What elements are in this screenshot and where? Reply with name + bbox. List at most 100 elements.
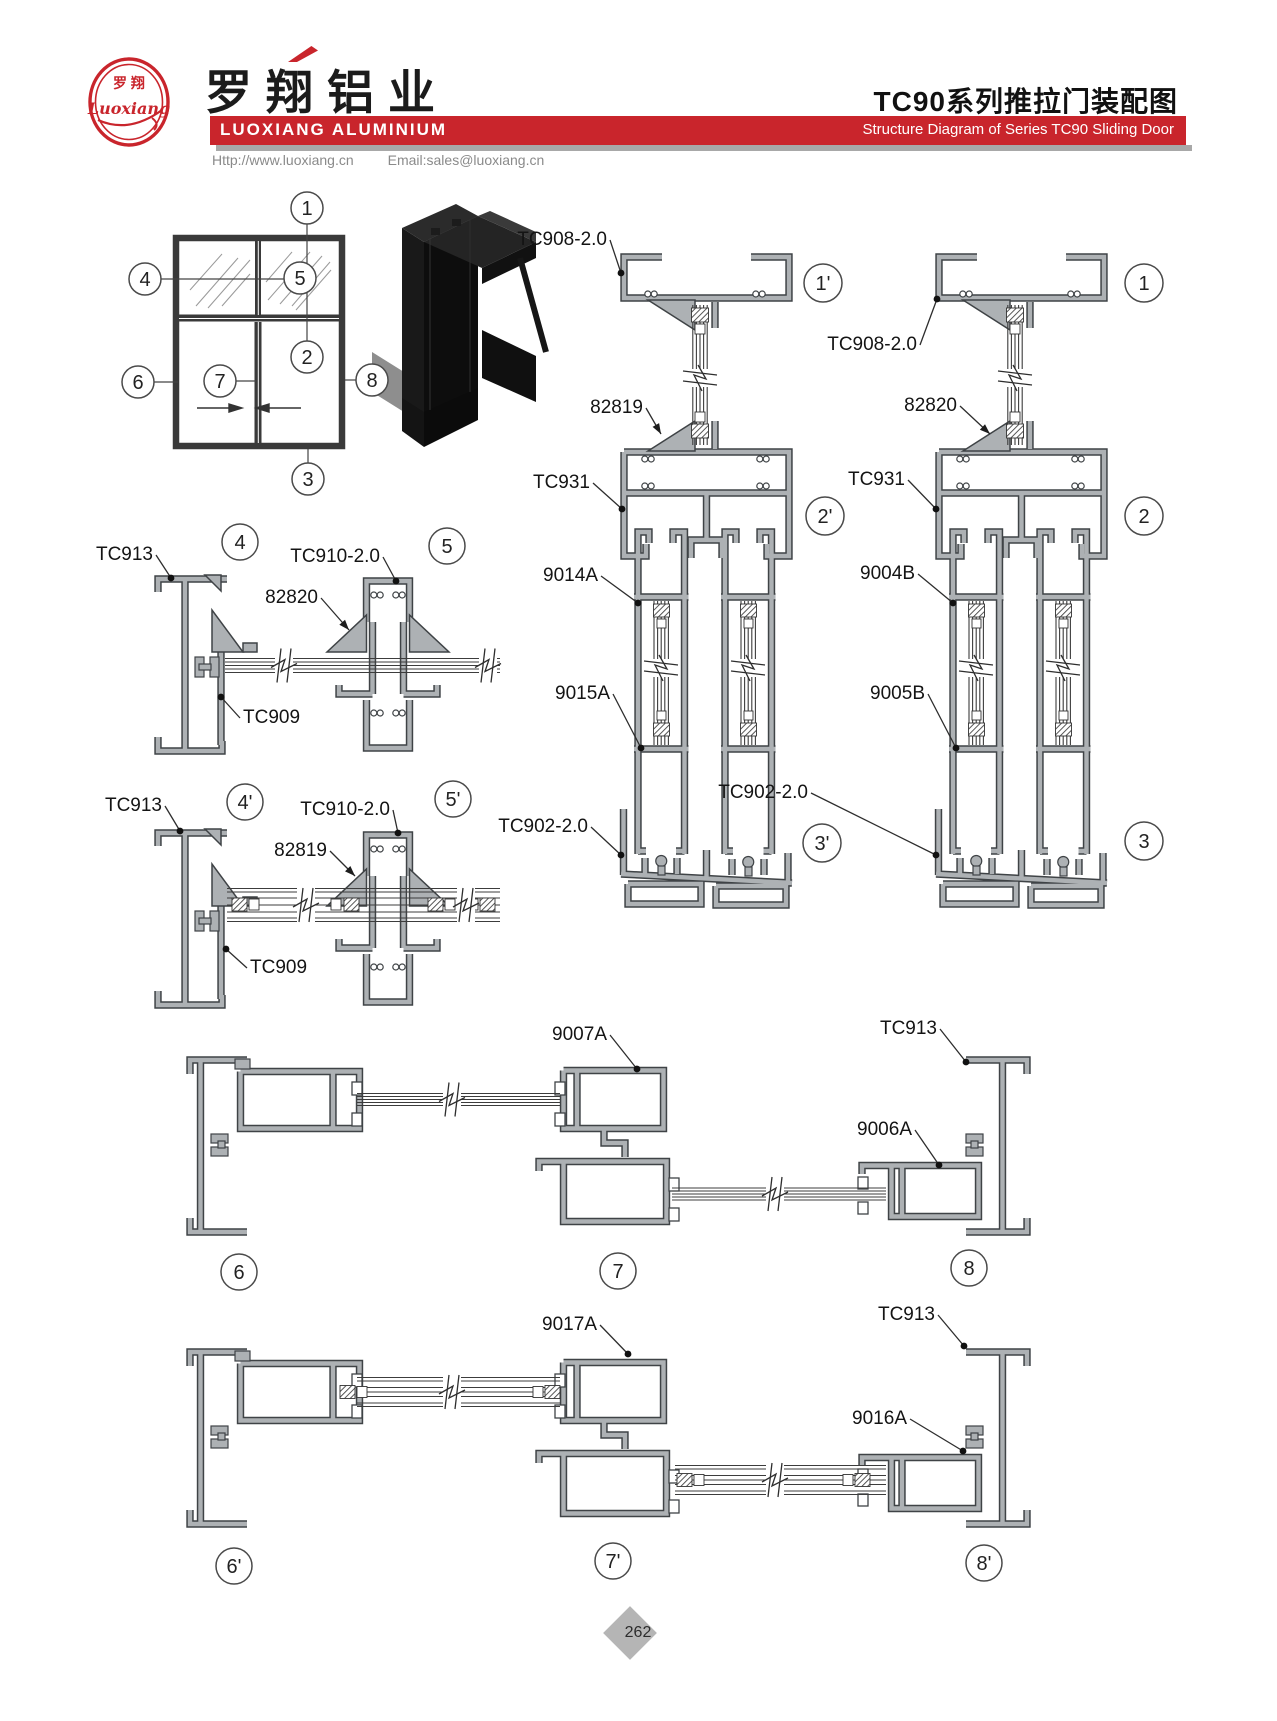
section-bubble-1: 1 [1124,263,1164,303]
part-label-tc913: TC913 [95,544,153,565]
part-label-tc913: TC913 [879,1018,937,1039]
svg-text:3: 3 [302,469,313,491]
svg-text:5: 5 [294,268,305,290]
section-bubble-8: 8 [355,363,389,397]
company-name-cn: 罗翔铝业 [205,66,449,119]
section-bubble-6: 6 [220,1253,258,1291]
svg-text:1: 1 [1138,273,1149,295]
section-bubble-6': 6' [215,1547,253,1585]
svg-text:3': 3' [815,833,830,855]
email-address: Email:sales@luoxiang.cn [387,152,545,168]
svg-text:7: 7 [214,371,225,393]
website-url: Http://www.luoxiang.cn [212,152,354,168]
section-bubble-3: 3 [291,462,325,496]
section-bubble-3': 3' [802,823,842,863]
isometric-profile-image [372,204,549,447]
part-label-tc910-2.0: TC910-2.0 [290,546,380,567]
glass-4p-5p [227,882,500,928]
part-label-tc902-2.0: TC902-2.0 [718,782,808,803]
section-bubble-6: 6 [121,365,155,399]
part-label-tc909: TC909 [250,957,308,978]
section-bubble-4': 4' [226,783,264,821]
section-row-678 [190,1059,1027,1232]
section-bubble-8: 8 [950,1249,988,1287]
part-label-82819: 82819 [590,397,643,418]
svg-text:3: 3 [1138,831,1149,853]
part-label-9006a: 9006A [857,1119,912,1140]
svg-text:8: 8 [366,370,377,392]
part-label-9005b: 9005B [870,683,925,704]
part-label-82820: 82820 [265,587,318,608]
page-subtitle-en: Structure Diagram of Series TC90 Sliding… [862,121,1174,138]
glass-4-5 [225,647,502,684]
svg-text:2': 2' [818,506,833,528]
section-bubble-7: 7 [599,1252,637,1290]
page-title-cn: TC90系列推拉门装配图 [873,86,1178,117]
svg-text:7: 7 [612,1261,623,1283]
section-bubble-3: 3 [1124,821,1164,861]
svg-text:1': 1' [816,273,831,295]
part-label-tc909: TC909 [243,707,301,728]
svg-text:4: 4 [234,532,245,554]
glass-6p7p8p [339,1371,886,1501]
section-bubble-2': 2' [805,496,845,536]
svg-text:2: 2 [301,347,312,369]
part-label-9014a: 9014A [543,565,598,586]
svg-text:8: 8 [963,1258,974,1280]
section-bubble-8': 8' [965,1544,1003,1582]
section-column-123 [936,257,1107,905]
section-bubble-4: 4 [221,523,259,561]
part-label-tc931: TC931 [532,472,590,493]
part-label-9007a: 9007A [552,1024,607,1045]
section-row-6p7p8p [190,1351,1027,1524]
svg-text:1: 1 [301,198,312,220]
company-name-en: LUOXIANG ALUMINIUM [220,120,448,139]
section-column-1p2p3p [621,257,792,905]
section-bubble-1': 1' [803,263,843,303]
logo-chars: 罗 翔 [113,75,145,91]
part-label-82820: 82820 [904,395,957,416]
svg-text:7': 7' [606,1551,621,1573]
part-label-9015a: 9015A [555,683,610,704]
window-schematic [154,224,356,463]
part-label-9016a: 9016A [852,1408,907,1429]
section-bubble-4: 4 [128,262,162,296]
svg-text:6: 6 [233,1262,244,1284]
svg-text:8': 8' [977,1553,992,1575]
svg-text:6: 6 [132,372,143,394]
section-bubble-7: 7 [203,364,237,398]
slide-arrows [197,403,301,413]
part-label-tc913: TC913 [877,1304,935,1325]
contact-line: Http://www.luoxiang.cn Email:sales@luoxia… [212,152,578,168]
svg-text:5: 5 [441,536,452,558]
part-label-tc910-2.0: TC910-2.0 [300,799,390,820]
leader-lines [155,239,991,1455]
section-bubble-7': 7' [594,1542,632,1580]
part-label-9004b: 9004B [860,563,915,584]
part-label-9017a: 9017A [542,1314,597,1335]
part-label-tc931: TC931 [847,469,905,490]
section-bubble-5: 5 [428,527,466,565]
svg-text:6': 6' [227,1556,242,1578]
section-bubble-5': 5' [434,780,472,818]
luoxiang-logo-icon: 罗 翔 Luoxiang [87,57,170,147]
glass-678 [357,1081,886,1212]
part-label-tc908-2.0: TC908-2.0 [517,229,607,250]
svg-text:5': 5' [446,789,461,811]
part-label-82819: 82819 [274,840,327,861]
header-red-bar: LUOXIANG ALUMINIUM Structure Diagram of … [210,116,1186,145]
section-bubble-2: 2 [290,340,324,374]
part-label-tc902-2.0: TC902-2.0 [498,816,588,837]
svg-text:4: 4 [139,269,150,291]
svg-text:4': 4' [238,792,253,814]
part-label-tc913: TC913 [104,795,162,816]
part-label-tc908-2.0: TC908-2.0 [827,334,917,355]
section-bubble-5: 5 [283,261,317,295]
page-number: 262 [624,1624,652,1641]
section-bubble-1: 1 [290,191,324,225]
logo-script: Luoxiang [87,99,170,118]
bar-shadow [216,145,1192,151]
